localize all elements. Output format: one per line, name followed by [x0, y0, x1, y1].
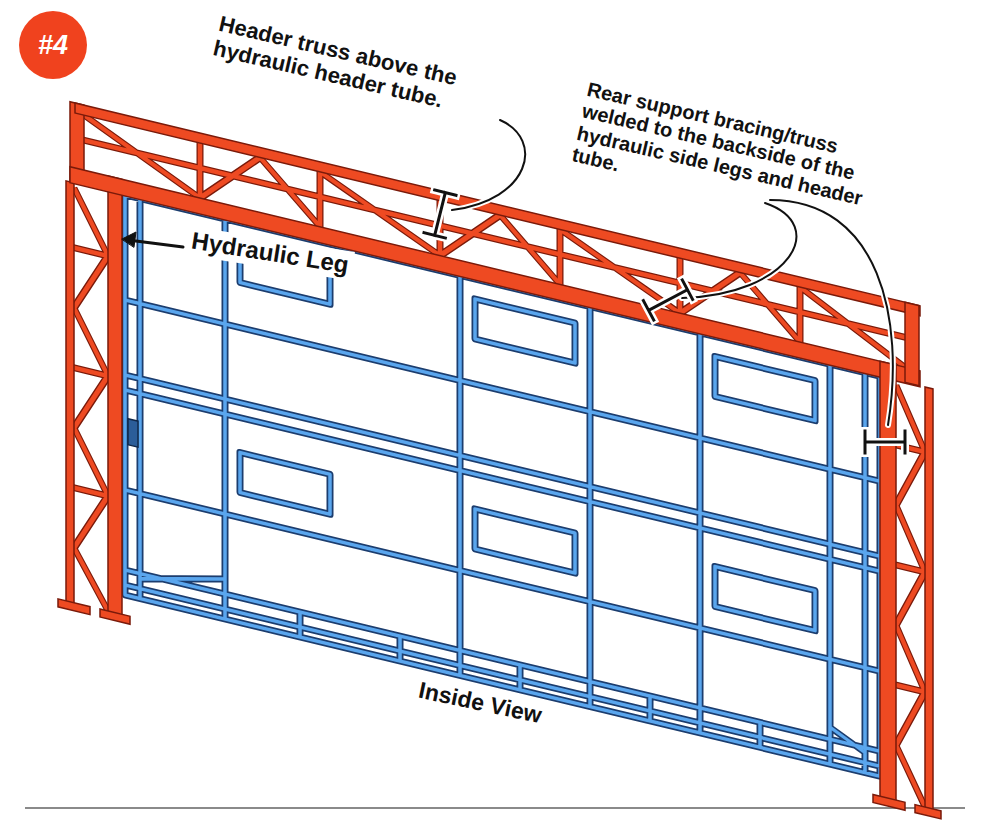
- callout-badge: #4: [18, 10, 88, 80]
- callout-label: Rear support bracing/truss welded to the…: [570, 78, 912, 240]
- truss-bracing: [74, 113, 925, 807]
- ibeam-symbols: [424, 190, 905, 453]
- hydraulic-cylinder: [128, 419, 138, 447]
- callout-number: #4: [38, 30, 68, 61]
- divider-line: [25, 807, 965, 809]
- callout-label: Header truss above the hydraulic header …: [211, 12, 514, 127]
